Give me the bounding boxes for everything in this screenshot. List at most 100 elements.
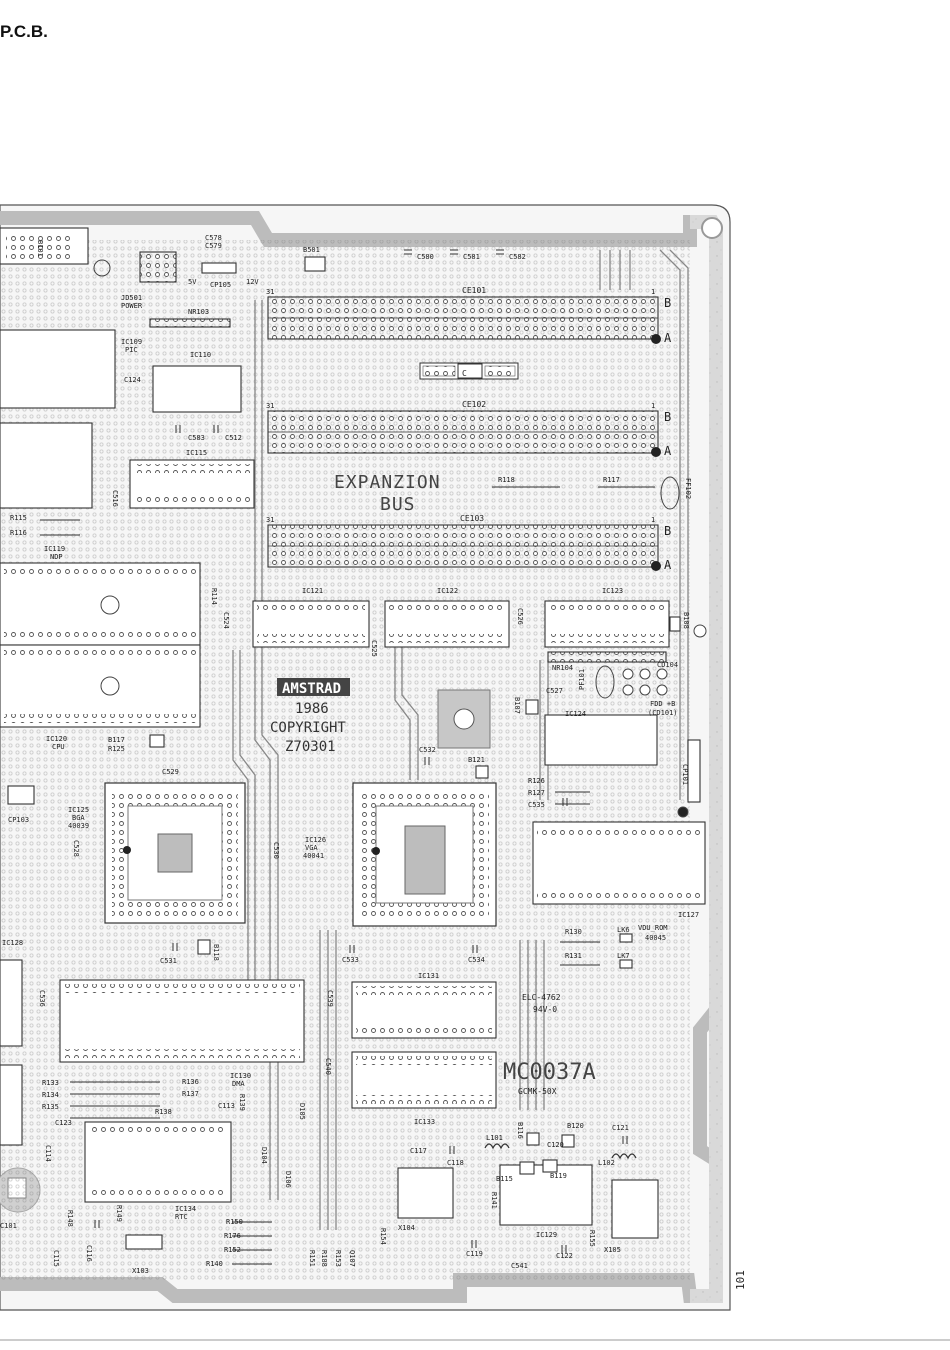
ic-labels: CE101 CE102 CE103 IC109 PIC IC110 IC115 … — [2, 286, 699, 1239]
chip-left-edge-2 — [0, 1064, 23, 1146]
crystal-x104 — [397, 1167, 454, 1219]
svg-text:R133: R133 — [42, 1079, 59, 1087]
svg-text:A: A — [664, 444, 672, 458]
board-part: MC0037A — [503, 1060, 596, 1085]
svg-text:B118: B118 — [212, 944, 220, 961]
svg-text:IC119: IC119 — [44, 545, 65, 553]
svg-text:40039: 40039 — [68, 822, 89, 830]
svg-text:C531: C531 — [160, 957, 177, 965]
svg-text:1: 1 — [651, 516, 655, 524]
svg-text:C581: C581 — [463, 253, 480, 261]
svg-text:C117: C117 — [410, 1147, 427, 1155]
page-heading: P.C.B. — [0, 22, 48, 41]
svg-text:IC115: IC115 — [186, 449, 207, 457]
trace-bundles — [232, 249, 689, 1230]
svg-text:IC110: IC110 — [190, 351, 211, 359]
chip-ic124 — [544, 714, 658, 766]
svg-text:CPU: CPU — [52, 743, 65, 751]
svg-text:B117: B117 — [108, 736, 125, 744]
svg-text:PF101: PF101 — [578, 669, 586, 690]
chip-left-edge — [0, 959, 23, 1047]
svg-text:C579: C579 — [205, 242, 222, 250]
svg-text:R115: R115 — [10, 514, 27, 522]
svg-text:A: A — [664, 558, 672, 572]
svg-text:C124: C124 — [124, 376, 141, 384]
svg-text:R135: R135 — [42, 1103, 59, 1111]
svg-text:CP105: CP105 — [210, 281, 231, 289]
chip-left-mid — [0, 422, 93, 509]
bus-row-labels: B A B A B A 31 31 31 1 1 1 — [266, 288, 672, 572]
svg-text:C115: C115 — [52, 1250, 60, 1267]
svg-text:CP103: CP103 — [8, 816, 29, 824]
svg-text:C578: C578 — [205, 234, 222, 242]
chip-pin-rows — [4, 464, 701, 1198]
svg-text:C532: C532 — [419, 746, 436, 754]
svg-text:B119: B119 — [550, 1172, 567, 1180]
chip-ic134 — [84, 1121, 232, 1203]
svg-text:R127: R127 — [528, 789, 545, 797]
svg-text:C540: C540 — [324, 1058, 332, 1075]
svg-text:POWER: POWER — [121, 302, 143, 310]
svg-text:IC130: IC130 — [230, 1072, 251, 1080]
svg-text:C536: C536 — [38, 990, 46, 1007]
part-labels: C578 C579 B501 C580 C581 C582 JD501 POWE… — [0, 234, 692, 1275]
board-code: Z70301 — [285, 739, 336, 755]
svg-text:C535: C535 — [528, 801, 545, 809]
edge-mark: 101 — [734, 1270, 747, 1290]
svg-text:R139: R139 — [238, 1094, 246, 1111]
svg-text:R176: R176 — [224, 1232, 241, 1240]
svg-text:C582: C582 — [509, 253, 526, 261]
svg-text:IC129: IC129 — [536, 1231, 557, 1239]
chip-marker-ic120 — [100, 676, 120, 696]
svg-text:R155: R155 — [588, 1230, 596, 1247]
svg-text:R114: R114 — [210, 588, 218, 605]
svg-text:C533: C533 — [342, 956, 359, 964]
svg-text:R136: R136 — [182, 1078, 199, 1086]
cp103-box — [7, 785, 35, 805]
svg-text:IC124: IC124 — [565, 710, 586, 718]
svg-text:C: C — [462, 369, 467, 378]
svg-text:B501: B501 — [303, 246, 320, 254]
svg-text:L102: L102 — [598, 1159, 615, 1167]
svg-text:B116: B116 — [516, 1122, 524, 1139]
svg-text:VDU_ROM: VDU_ROM — [638, 924, 668, 932]
svg-text:R140: R140 — [206, 1260, 223, 1268]
board-part-sub: GCMK-50X — [518, 1087, 557, 1096]
board-year: 1986 — [295, 701, 329, 717]
svg-text:R116: R116 — [10, 529, 27, 537]
svg-text:C528: C528 — [72, 840, 80, 857]
svg-text:LK6: LK6 — [617, 926, 630, 934]
svg-text:C526: C526 — [516, 608, 524, 625]
svg-text:B101: B101 — [36, 240, 44, 257]
brand-plate — [277, 678, 350, 696]
svg-text:C539: C539 — [326, 990, 334, 1007]
svg-text:A: A — [664, 331, 672, 345]
svg-text:R149: R149 — [115, 1205, 123, 1222]
svg-text:IC127: IC127 — [678, 911, 699, 919]
svg-text:C527: C527 — [546, 687, 563, 695]
board-pcb-id: ELC-4762 — [522, 993, 561, 1002]
capacitor-symbols — [94, 249, 628, 1253]
resistor-lines — [40, 486, 655, 1265]
svg-text:C512: C512 — [225, 434, 242, 442]
svg-text:R117: R117 — [603, 476, 620, 484]
svg-text:R188: R188 — [320, 1250, 328, 1267]
svg-text:B: B — [664, 524, 671, 538]
svg-text:B: B — [664, 410, 671, 424]
svg-text:X105: X105 — [604, 1246, 621, 1254]
svg-text:31: 31 — [266, 288, 274, 296]
svg-text:C101: C101 — [0, 1222, 17, 1230]
svg-text:PIC: PIC — [125, 346, 138, 354]
svg-text:C114: C114 — [44, 1145, 52, 1162]
chip-marker-ic119 — [100, 595, 120, 615]
svg-text:1: 1 — [651, 288, 655, 296]
svg-text:R125: R125 — [108, 745, 125, 753]
svg-text:B: B — [664, 296, 671, 310]
svg-text:IC128: IC128 — [2, 939, 23, 947]
svg-text:R150: R150 — [226, 1218, 243, 1226]
svg-text:40041: 40041 — [303, 852, 324, 860]
svg-text:L101: L101 — [486, 1134, 503, 1142]
chip-ic119 — [0, 562, 201, 646]
svg-text:C119: C119 — [466, 1250, 483, 1258]
